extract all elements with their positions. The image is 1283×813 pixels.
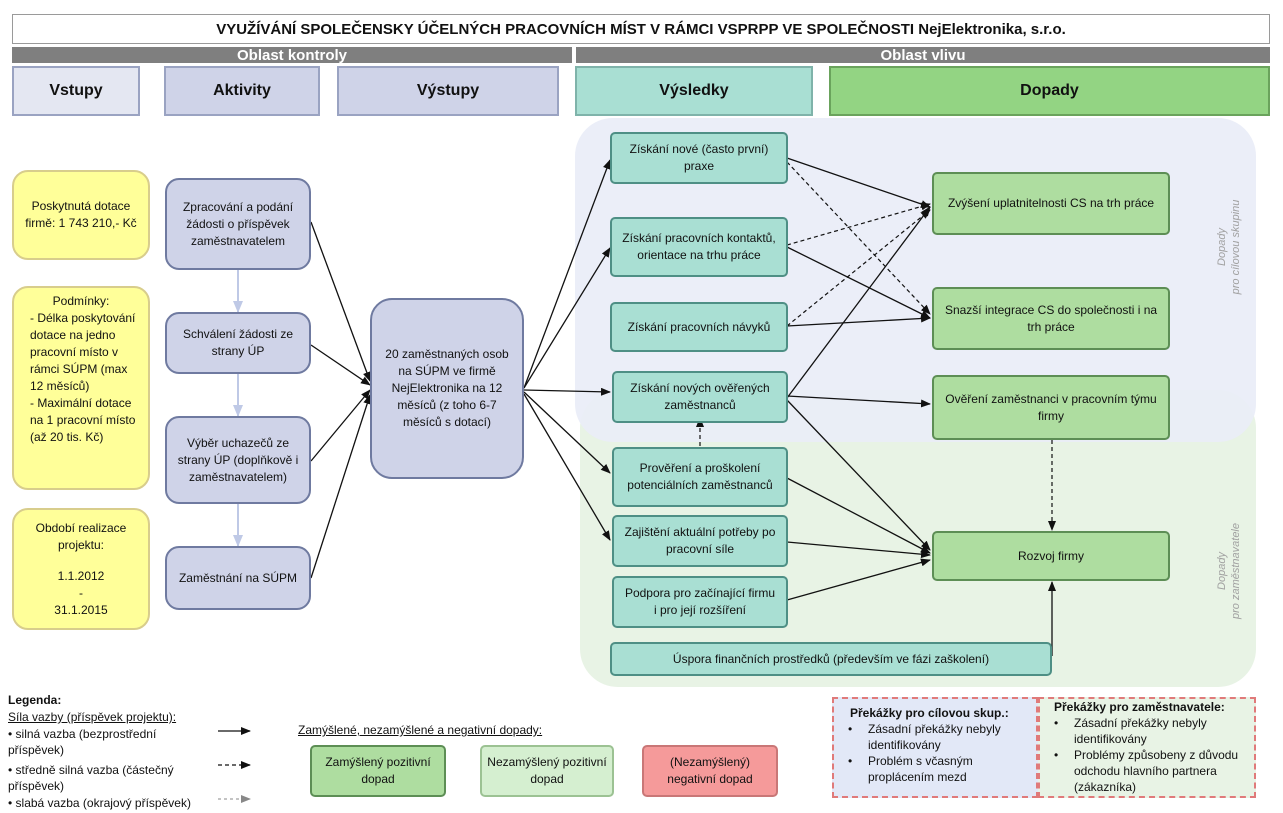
legend-title: Legenda:	[8, 693, 62, 707]
legend-intended: Zamýšlený pozitivní dopad	[310, 745, 446, 797]
impact-company-growth: Rozvoj firmy	[932, 531, 1170, 581]
impact-verified-team: Ověření zaměstnanci v pracovním týmu fir…	[932, 375, 1170, 440]
legend-negative: (Nezamýšlený) negativní dopad	[642, 745, 778, 797]
legend-strong: • silná vazba (bezprostřední příspěvek)	[8, 727, 157, 757]
legend-impacts-title: Zamýšlené, nezamýšlené a negativní dopad…	[298, 723, 543, 737]
obstacles-target-title: Překážky pro cílovou skup.:	[850, 706, 1009, 720]
legend-weak: • slabá vazba (okrajový příspěvek)	[8, 796, 191, 810]
result-work-contacts: Získání pracovních kontaktů, orientace n…	[610, 217, 788, 277]
input-grant: Poskytnutá dotace firmě: 1 743 210,- Kč	[12, 170, 150, 260]
diagram-title: VYUŽÍVÁNÍ SPOLEČENSKY ÚČELNÝCH PRACOVNÍC…	[12, 14, 1270, 44]
result-impact-strong-arrows	[786, 157, 1056, 656]
impact-integration: Snazší integrace CS do společnosti i na …	[932, 287, 1170, 350]
legend-strength-title: Síla vazby (příspěvek projektu):	[8, 710, 177, 724]
period-start: 1.1.2012	[57, 568, 105, 583]
activity-selection: Výběr uchazečů ze strany ÚP (doplňkově i…	[165, 416, 311, 504]
impact-employability: Zvýšení uplatnitelnosti CS na trh práce	[932, 172, 1170, 235]
condition-duration: - Délka poskytování dotace na jedno prac…	[30, 311, 136, 393]
result-verified-employees: Získání nových ověřených zaměstnanců	[612, 371, 788, 423]
result-financial-savings: Úspora finančních prostředků (především …	[610, 642, 1052, 676]
column-impacts: Dopady	[829, 66, 1270, 116]
activity-output-arrows	[310, 221, 372, 579]
result-first-practice: Získání nové (často první) praxe	[610, 132, 788, 184]
column-results: Výsledky	[575, 66, 813, 116]
activity-application: Zpracování a podání žádosti o příspěvek …	[165, 178, 311, 270]
input-conditions: Podmínky: - Délka poskytování dotace na …	[12, 286, 150, 490]
period-dash: -	[79, 585, 83, 600]
activity-approval: Schválení žádosti ze strany ÚP	[165, 312, 311, 374]
obstacles-target-group: Překážky pro cílovou skup.: Zásadní přek…	[832, 697, 1038, 798]
legend-medium: • středně silná vazba (částečný příspěve…	[8, 763, 174, 793]
obstacle-employer-1: Zásadní překážky nebyly identifikovány	[1048, 715, 1246, 747]
conditions-title: Podmínky:	[52, 294, 110, 308]
input-period: Období realizace projektu: 1.1.2012 - 31…	[12, 508, 150, 630]
result-workforce-need: Zajištění aktuální potřeby po pracovní s…	[612, 515, 788, 567]
band-influence: Oblast vlivu	[576, 47, 1270, 64]
obstacle-employer-2: Problémy způsobeny z důvodu odchodu hlav…	[1048, 747, 1246, 795]
column-inputs: Vstupy	[12, 66, 140, 116]
column-activities: Aktivity	[164, 66, 320, 116]
band-control: Oblast kontroly	[12, 47, 572, 64]
output-result-arrows	[523, 159, 611, 541]
activity-employment: Zaměstnání na SÚPM	[165, 546, 311, 610]
obstacle-target-1: Zásadní překážky nebyly identifikovány	[842, 721, 1028, 753]
output-employed-persons: 20 zaměstnaných osob na SÚPM ve firmě Ne…	[370, 298, 524, 479]
column-outputs: Výstupy	[337, 66, 559, 116]
obstacles-employer-title: Překážky pro zaměstnavatele:	[1054, 700, 1225, 714]
obstacle-target-2: Problém s včasným proplácením mezd	[842, 753, 1028, 785]
period-title: Období realizace projektu:	[35, 520, 127, 552]
result-trained-candidates: Prověření a proškolení potenciálních zam…	[612, 447, 788, 507]
legend-unintended: Nezamýšlený pozitivní dopad	[480, 745, 614, 797]
obstacles-employer: Překážky pro zaměstnavatele: Zásadní pře…	[1038, 697, 1256, 798]
result-company-support: Podpora pro začínající firmu i pro její …	[612, 576, 788, 628]
condition-max-grant: - Maximální dotace na 1 pracovní místo (…	[30, 396, 136, 444]
period-end: 31.1.2015	[54, 602, 108, 617]
result-work-habits: Získání pracovních návyků	[610, 302, 788, 352]
